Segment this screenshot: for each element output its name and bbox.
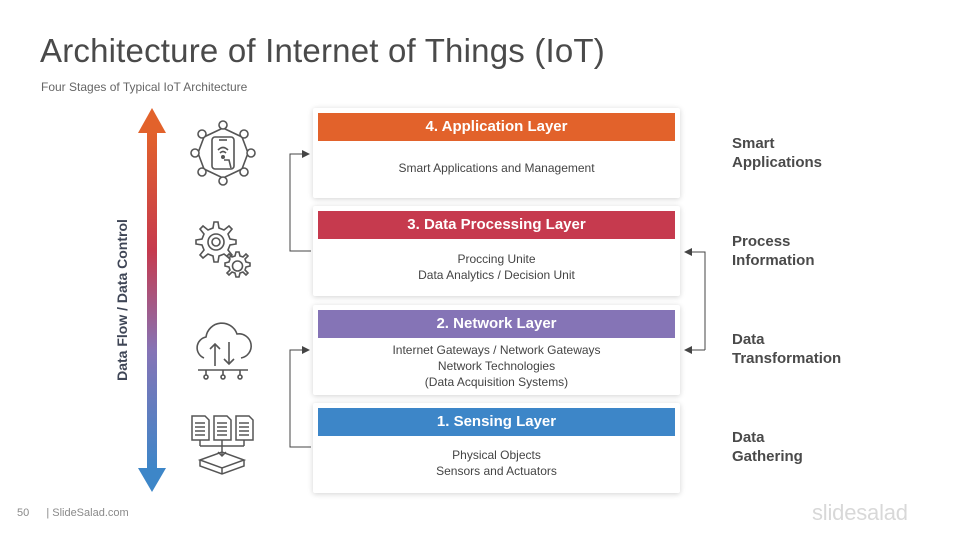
side-label-line: Information — [732, 252, 815, 269]
layer-card-data-processing: 3. Data Processing Layer Proccing Unite … — [313, 206, 680, 296]
smartphone-network-icon — [190, 120, 256, 186]
layer-card-network: 2. Network Layer Internet Gateways / Net… — [313, 305, 680, 395]
layer-line: Sensors and Actuators — [436, 464, 557, 478]
page-number: 50 — [17, 507, 30, 519]
layer-header: 4. Application Layer — [318, 113, 675, 141]
layer-line: Proccing Unite — [457, 252, 536, 266]
side-label-line: Smart — [732, 135, 775, 152]
layer-line: Smart Applications and Management — [398, 161, 595, 175]
side-label-data-transformation: Data Transformation — [732, 330, 841, 368]
brand-logo: slidesalad — [812, 500, 908, 525]
side-label-line: Applications — [732, 154, 823, 171]
footer-source: | SlideSalad.com — [46, 507, 129, 519]
side-label-data-gathering: Data Gathering — [732, 428, 803, 466]
layer-line: Network Technologies — [437, 359, 556, 373]
layer-header: 2. Network Layer — [318, 310, 675, 338]
layer-line: (Data Acquisition Systems) — [424, 375, 569, 389]
layer-card-sensing: 1. Sensing Layer Physical Objects Sensor… — [313, 403, 680, 493]
side-label-line: Process — [732, 233, 791, 250]
layer-line: Data Analytics / Decision Unit — [418, 268, 575, 282]
side-label-smart-applications: Smart Applications — [732, 134, 822, 172]
documents-server-icon — [191, 415, 254, 475]
layer-description: Physical Objects Sensors and Actuators — [313, 447, 680, 479]
layer-line: Internet Gateways / Network Gateways — [392, 343, 601, 357]
data-flow-double-arrow — [138, 108, 166, 492]
slide-title: Architecture of Internet of Things (IoT) — [40, 32, 605, 69]
slide-subtitle: Four Stages of Typical IoT Architecture — [41, 80, 248, 94]
footer: 50 | SlideSalad.com — [17, 507, 129, 519]
cloud-transfer-icon — [196, 322, 252, 380]
side-label-line: Data — [732, 429, 765, 446]
layer-line: Physical Objects — [452, 448, 541, 462]
side-label-line: Transformation — [732, 350, 842, 367]
side-label-process-information: Process Information — [732, 232, 815, 270]
layer-description: Internet Gateways / Network Gateways Net… — [313, 342, 680, 390]
layer-header: 1. Sensing Layer — [318, 408, 675, 436]
layer-card-application: 4. Application Layer Smart Applications … — [313, 108, 680, 198]
side-label-line: Data — [732, 331, 765, 348]
side-label-line: Gathering — [732, 448, 803, 465]
layer-description: Proccing Unite Data Analytics / Decision… — [313, 251, 680, 283]
gears-icon — [195, 221, 251, 278]
layer-header: 3. Data Processing Layer — [318, 211, 675, 239]
layer-description: Smart Applications and Management — [313, 160, 680, 176]
